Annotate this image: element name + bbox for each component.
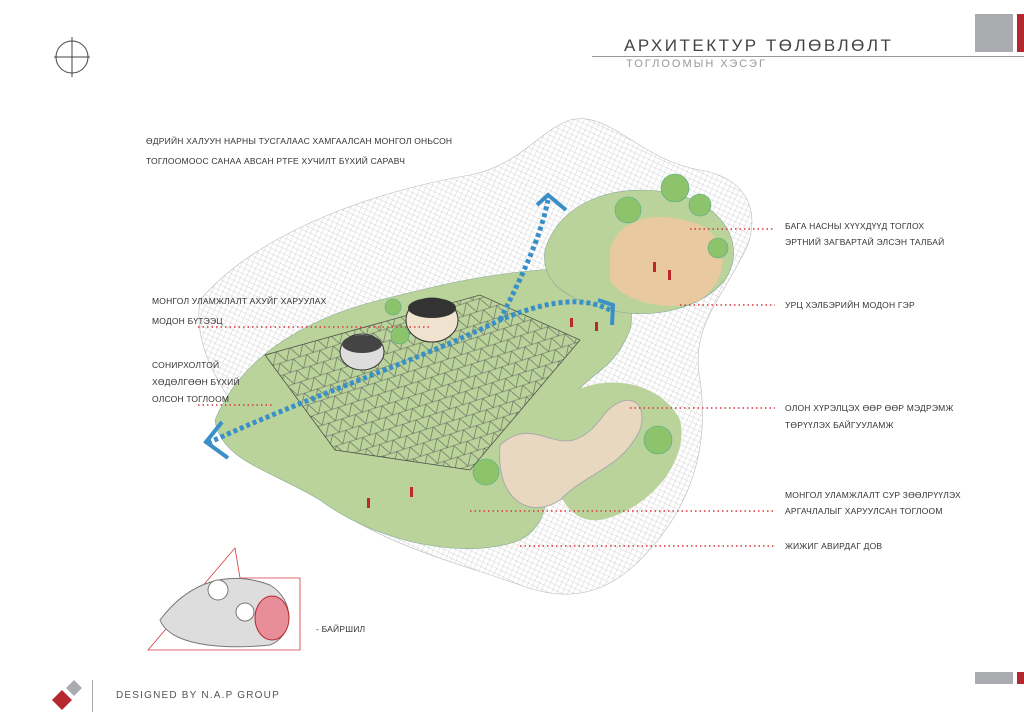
label-wooden-structure-line1: МОНГОЛ УЛАМЖЛАЛТ АХУЙГ ХАРУУЛАХ	[152, 296, 327, 306]
trees-icon	[384, 173, 729, 486]
label-sand-area-line2: ЭРТНИЙ ЗАГВАРТАЙ ЭЛСЭН ТАЛБАЙ	[785, 237, 945, 247]
header-red-bar	[1017, 14, 1024, 52]
location-minimap	[147, 547, 301, 651]
designer-credit: DESIGNED BY N.A.P GROUP	[116, 690, 280, 701]
label-sand-area-line1: БАГА НАСНЫ ХҮҮХДҮҮД ТОГЛОХ	[785, 221, 925, 231]
leader-lines	[198, 228, 775, 547]
label-wooden-structure-line2: МОДОН БҮТЭЭЦ	[152, 316, 223, 326]
arrow-head-west	[203, 420, 230, 460]
label-moving-toy-line2: ХӨДӨЛГӨӨН БҮХИЙ	[152, 377, 240, 387]
page-title: АРХИТЕКТУР ТӨЛӨВЛӨЛТ	[624, 36, 894, 55]
label-senses-line2: ТӨРҮҮЛЭХ БАЙГУУЛАМЖ	[785, 420, 894, 430]
north-arrow-icon	[54, 37, 90, 77]
circulation-path-north	[497, 199, 551, 322]
footer-divider	[92, 680, 93, 712]
arrow-head-north	[535, 192, 568, 212]
label-moving-toy-line1: СОНИРХОЛТОЙ	[152, 360, 220, 370]
label-senses-line1: ОЛОН ХҮРЭЛЦЭХ ӨӨР ӨӨР МЭДРЭМЖ	[785, 403, 954, 413]
label-canopy-line2: ТОГЛООМООС САНАА АВСАН PTFE ХУЧИЛТ БҮХИЙ…	[146, 156, 406, 166]
people-figures	[367, 262, 671, 508]
header-divider	[592, 56, 1024, 57]
label-canopy-line1: ӨДРИЙН ХАЛУУН НАРНЫ ТУСГАЛААС ХАМГААЛСАН…	[146, 136, 453, 146]
wave-structure	[499, 399, 643, 509]
sand-area	[610, 217, 723, 307]
page-subtitle: ТОГЛООМЫН ХЭСЭГ	[626, 58, 767, 70]
header-gray-block	[975, 14, 1013, 52]
nap-group-logo	[52, 680, 82, 710]
location-label: - БАЙРШИЛ	[316, 624, 366, 634]
label-moving-toy-line3: ОЛСОН ТОГЛООМ	[152, 394, 230, 404]
arrow-head-east	[597, 298, 616, 326]
circulation-path	[206, 299, 612, 446]
footer-gray-block	[975, 672, 1013, 684]
label-archery-line1: МОНГОЛ УЛАМЖЛАЛТ СУР ЗӨӨЛРҮҮЛЭХ	[785, 490, 961, 500]
label-climbing-hill: ЖИЖИГ АВИРДАГ ДОВ	[785, 541, 883, 551]
wooden-ger-icon	[339, 297, 459, 371]
label-archery-line2: АРГАЧЛАЛЫГ ХАРУУЛСАН ТОГЛООМ	[785, 506, 943, 516]
footer-red-bar	[1017, 672, 1024, 684]
label-wooden-ger: УРЦ ХЭЛБЭРИЙН МОДОН ГЭР	[785, 300, 915, 310]
